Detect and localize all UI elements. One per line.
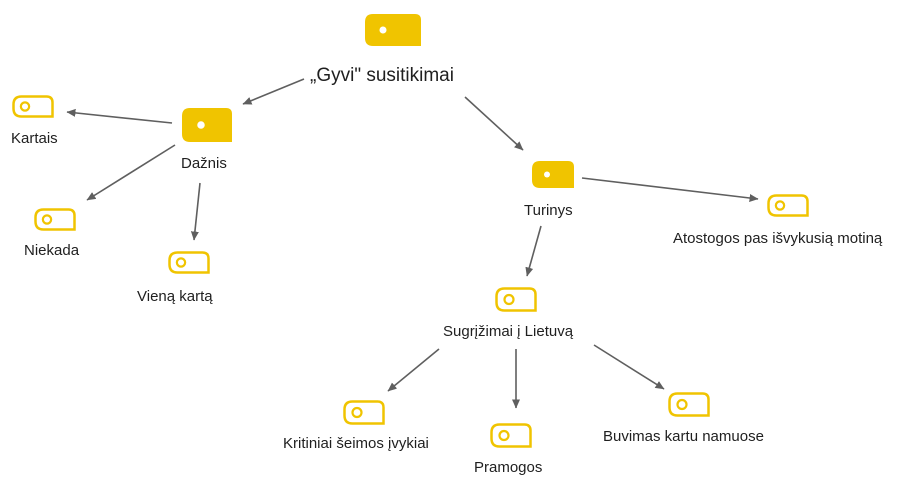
node-label-kritiniai: Kritiniai šeimos įvykiai — [283, 435, 429, 452]
edge-root-to-daznis — [242, 78, 305, 105]
edge-daznis-to-viena-karta — [190, 182, 201, 241]
outline-tag-icon — [168, 251, 210, 274]
node-label-root: „Gyvi" susitikimai — [310, 65, 454, 86]
edge-daznis-to-kartais — [66, 108, 173, 124]
outline-tag-icon — [343, 400, 385, 425]
node-label-viena-karta: Vieną kartą — [137, 288, 213, 305]
edge-sugrizimai-to-kritiniai — [387, 348, 440, 392]
filled-tag-icon — [365, 14, 421, 46]
outline-tag-icon — [767, 194, 809, 217]
node-label-sugrizimai: Sugrįžimai į Lietuvą — [443, 323, 574, 340]
node-label-turinys: Turinys — [524, 202, 573, 219]
node-label-kartais: Kartais — [11, 130, 58, 147]
outline-tag-icon — [490, 423, 532, 448]
edge-sugrizimai-to-buvimas — [593, 344, 665, 390]
edge-turinys-to-sugrizimai — [525, 225, 542, 277]
filled-tag-icon — [532, 161, 574, 188]
outline-tag-icon — [495, 287, 537, 312]
edge-turinys-to-atostogos — [581, 177, 759, 202]
outline-tag-icon — [12, 95, 54, 118]
edge-root-to-turinys — [464, 96, 524, 151]
filled-tag-icon — [182, 108, 232, 142]
node-label-atostogos: Atostogos pas išvykusią motiną — [673, 230, 883, 247]
outline-tag-icon — [668, 392, 710, 417]
node-label-pramogos: Pramogos — [474, 459, 543, 476]
node-label-daznis: Dažnis — [181, 155, 227, 172]
node-label-niekada: Niekada — [24, 242, 80, 259]
edge-daznis-to-niekada — [86, 144, 176, 201]
outline-tag-icon — [34, 208, 76, 231]
node-label-buvimas: Buvimas kartu namuose — [603, 428, 764, 445]
